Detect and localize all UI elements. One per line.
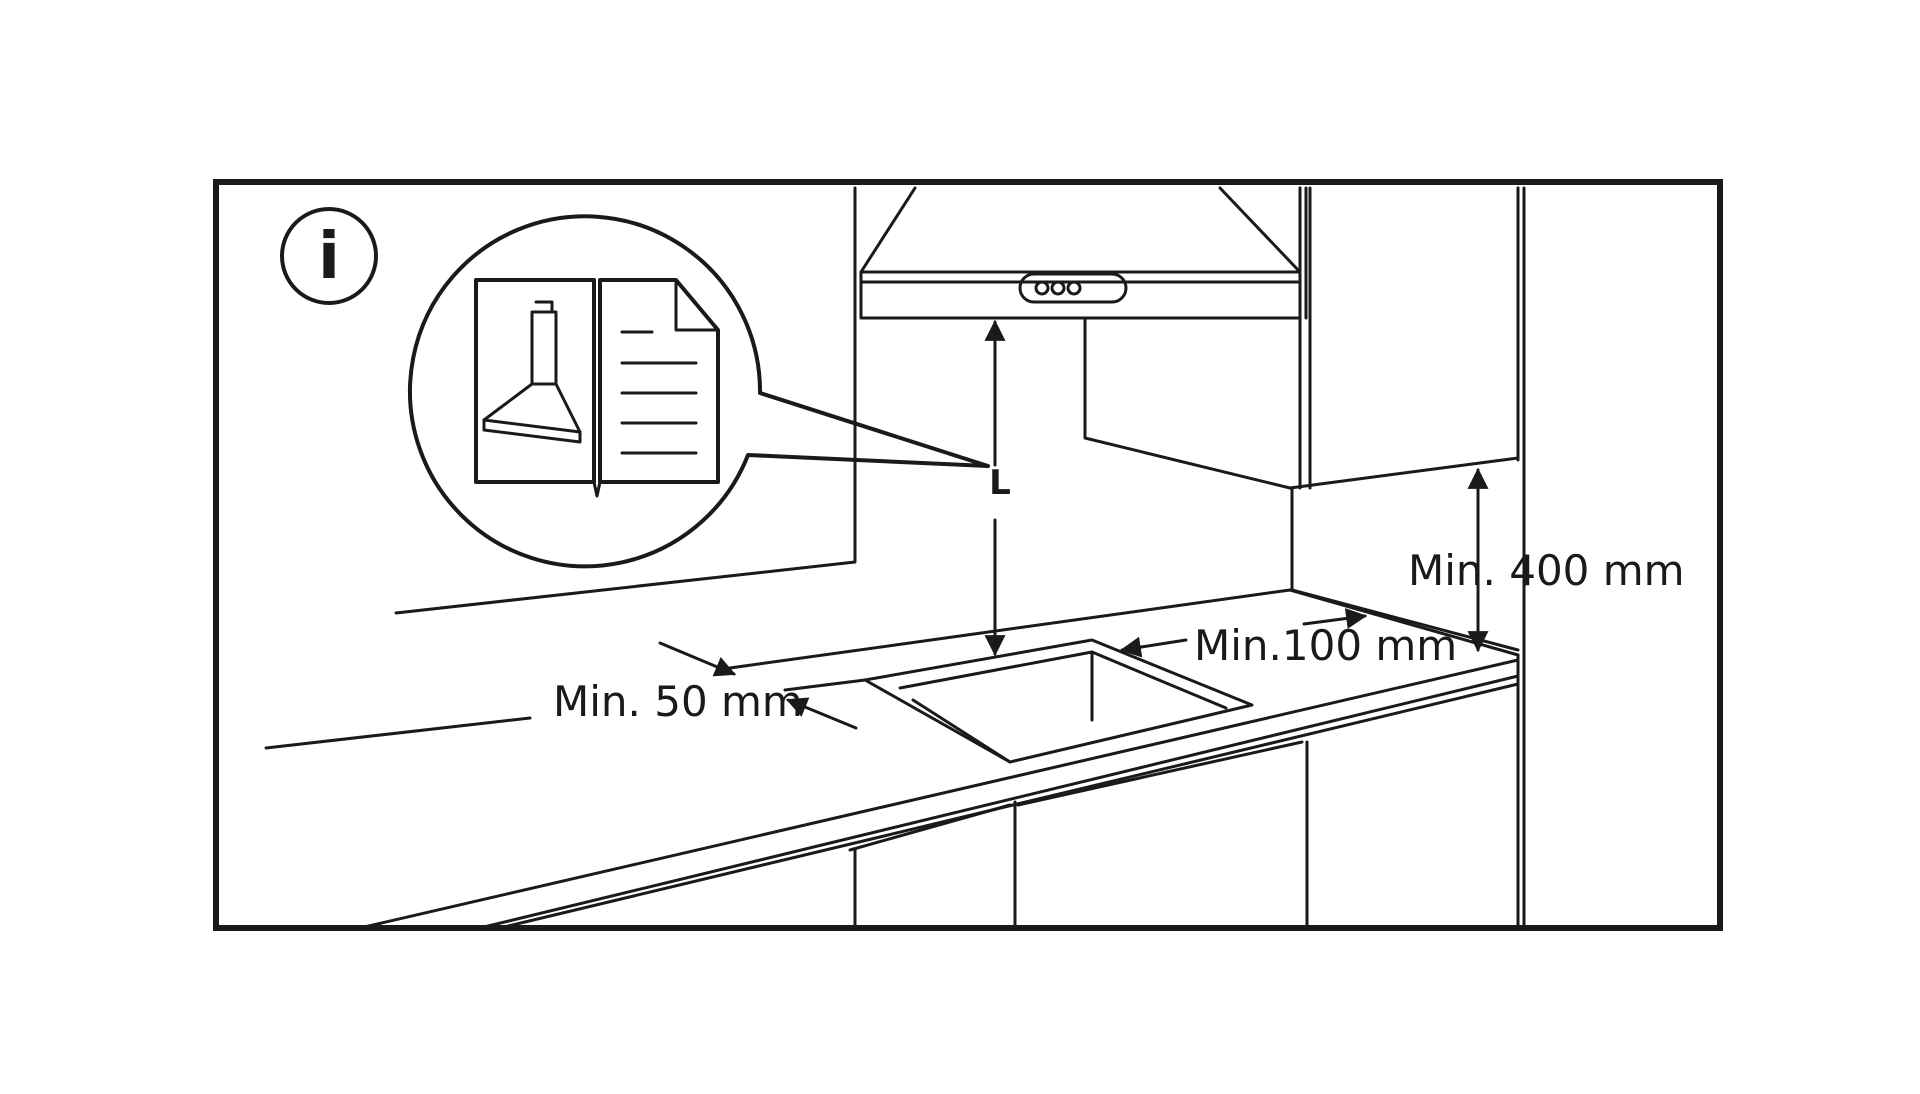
hood-button-2 xyxy=(1050,280,1066,296)
info-symbol-text: i xyxy=(318,220,340,294)
left-wall-edge xyxy=(394,186,857,615)
hood-button-3 xyxy=(1066,280,1082,296)
label-distance-l: L xyxy=(989,463,1011,503)
info-icon: i xyxy=(280,207,378,305)
dimension-50 xyxy=(658,641,858,730)
diagram-frame xyxy=(213,179,1723,931)
wall-cabinet xyxy=(1083,186,1526,930)
countertop xyxy=(264,588,1520,930)
label-min-50: Min. 50 mm xyxy=(553,677,803,726)
sink xyxy=(863,638,1254,764)
dimension-100 xyxy=(1119,608,1368,658)
label-min-100: Min.100 mm xyxy=(1194,621,1457,670)
hood-button-1 xyxy=(1034,280,1050,296)
hood-manual-book-icon xyxy=(474,278,720,498)
base-cabinets xyxy=(848,682,1520,930)
label-min-400: Min. 400 mm xyxy=(1408,546,1685,595)
callout-bubble xyxy=(408,214,990,569)
manual-callout xyxy=(408,214,990,569)
hood-control-panel xyxy=(1018,272,1128,304)
cooker-hood xyxy=(859,186,1302,320)
